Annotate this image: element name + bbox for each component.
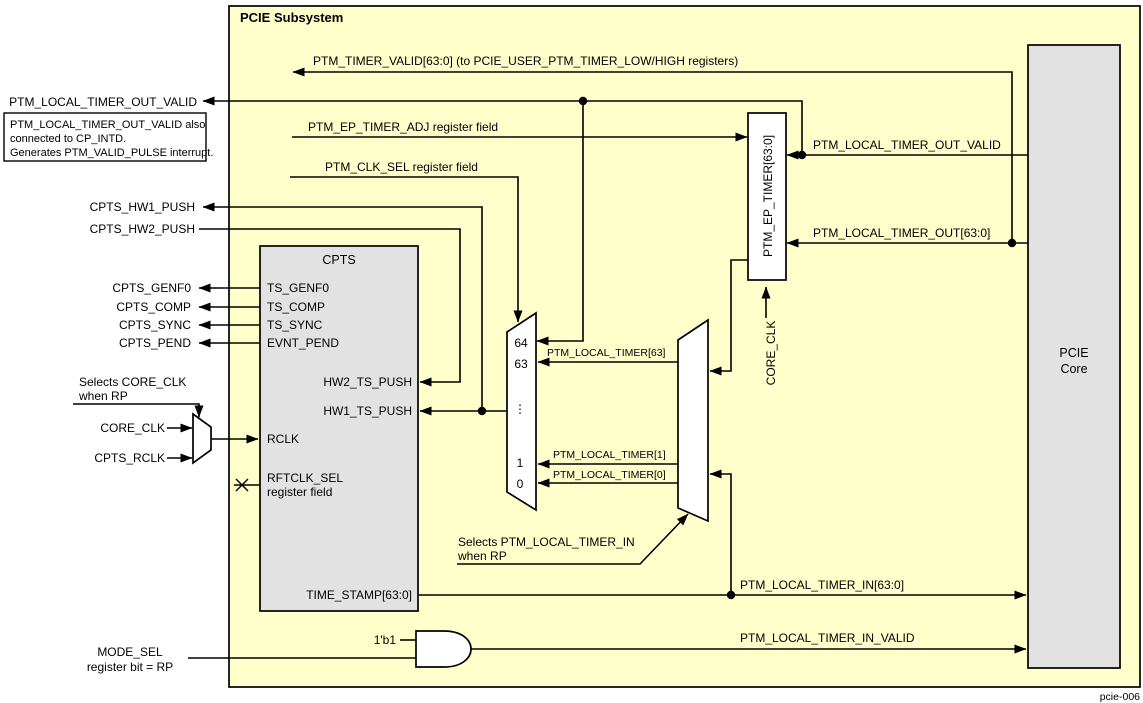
label-local-timer-out-valid: PTM_LOCAL_TIMER_OUT_VALID [813, 138, 1001, 152]
bit-mux-in-63: 63 [514, 357, 528, 371]
note-box: PTM_LOCAL_TIMER_OUT_VALID also connected… [3, 112, 213, 162]
bit-mux: 64 63 ⋮ 1 0 [506, 311, 537, 512]
and-gate [415, 630, 472, 668]
bit-mux-in-0: 0 [517, 477, 524, 491]
label-cpts-hw1-push: CPTS_HW1_PUSH [90, 200, 195, 214]
label-selects-core-clk-2: when RP [78, 389, 128, 403]
port-ts-genf0: TS_GENF0 [267, 281, 329, 295]
label-local-timer-in: PTM_LOCAL_TIMER_IN[63:0] [740, 578, 904, 592]
cpts-block: CPTS TS_GENF0 TS_COMP TS_SYNC EVNT_PEND … [259, 245, 419, 612]
bit-mux-shape [506, 311, 537, 512]
figure-id: pcie-006 [1100, 691, 1140, 703]
wire-ep-timer-to-demux [709, 259, 748, 376]
label-selects-ptm-2: when RP [457, 549, 507, 563]
bit-mux-in-1: 1 [517, 456, 524, 470]
label-core-clk: CORE_CLK [100, 421, 165, 435]
label-mode-sel-2: register bit = RP [87, 660, 173, 674]
port-ts-sync: TS_SYNC [267, 318, 323, 332]
port-rftclk-sel-2: register field [267, 485, 332, 499]
wire-cpts-hw2-push [199, 228, 461, 387]
wire-cpts-hw1-push-external [202, 202, 483, 411]
wire-selects-ptm-local-timer-in [457, 513, 689, 565]
label-local-timer-out: PTM_LOCAL_TIMER_OUT[63:0] [813, 226, 990, 240]
wire-timestamp-to-demux [709, 469, 732, 595]
annotation-labels: Selects CORE_CLK when RP Selects PTM_LOC… [78, 375, 635, 563]
pcie-core-box [1027, 44, 1121, 669]
wire-out-valid-external [202, 96, 803, 155]
junction-dots [477, 96, 1017, 600]
local-timer-mux-shape [677, 318, 709, 523]
label-selects-core-clk-1: Selects CORE_CLK [79, 375, 186, 389]
note-line-2: connected to CP_INTD. [10, 133, 126, 145]
port-evnt-pend: EVNT_PEND [267, 336, 339, 350]
port-hw1-ts-push: HW1_TS_PUSH [323, 404, 412, 418]
junction-dot [726, 590, 736, 600]
wire-ptm-timer-valid [292, 67, 1013, 243]
wire-clk-sel [290, 176, 523, 323]
label-clk-sel: PTM_CLK_SEL register field [325, 160, 478, 174]
port-rftclk-sel-1: RFTCLK_SEL [267, 471, 343, 485]
junction-dot [1007, 238, 1017, 248]
ep-timer-block: PTM_EP_TIMER[63:0] [747, 112, 787, 281]
label-local-timer-0: PTM_LOCAL_TIMER[0] [553, 469, 666, 481]
label-local-timer-in-valid: PTM_LOCAL_TIMER_IN_VALID [740, 631, 915, 645]
wire-valid-to-mux64 [536, 101, 584, 346]
label-local-timer-63: PTM_LOCAL_TIMER[63] [547, 347, 666, 359]
label-const-one: 1'b1 [374, 633, 397, 647]
junction-dot [477, 406, 487, 416]
label-selects-ptm-1: Selects PTM_LOCAL_TIMER_IN [458, 535, 635, 549]
wires [73, 67, 1028, 659]
label-cpts-genf0: CPTS_GENF0 [112, 281, 191, 295]
label-local-timer-1: PTM_LOCAL_TIMER[1] [553, 449, 666, 461]
junction-dot [578, 96, 588, 106]
label-ptm-timer-valid: PTM_TIMER_VALID[63:0] (to PCIE_USER_PTM_… [313, 54, 738, 68]
cpts-box [259, 245, 419, 612]
port-rclk: RCLK [267, 432, 299, 446]
junction-dot [797, 150, 807, 160]
label-cpts-sync: CPTS_SYNC [119, 318, 191, 332]
bit-mux-ellipsis: ⋮ [514, 402, 526, 416]
label-mode-sel-1: MODE_SEL [97, 645, 163, 659]
ep-timer-box [747, 112, 787, 281]
pcie-core-label-2: Core [1060, 362, 1087, 376]
x-mark-icon [235, 478, 249, 492]
port-ts-comp: TS_COMP [267, 300, 325, 314]
note-box-frame [3, 112, 207, 162]
external-signal-labels: PTM_LOCAL_TIMER_OUT_VALID CPTS_HW1_PUSH … [9, 95, 197, 674]
bit-mux-in-64: 64 [514, 336, 528, 350]
core-clk-ep-label: CORE_CLK [764, 321, 778, 386]
pcie-core-block: PCIE Core [1027, 44, 1121, 669]
label-ep-timer-adj: PTM_EP_TIMER_ADJ register field [308, 120, 498, 134]
pcie-core-label-1: PCIE [1059, 346, 1088, 360]
page-title: PCIE Subsystem [240, 10, 343, 25]
wire-selects-core-clk [73, 403, 204, 418]
port-hw2-ts-push: HW2_TS_PUSH [323, 375, 412, 389]
port-time-stamp: TIME_STAMP[63:0] [306, 588, 412, 602]
cpts-title: CPTS [322, 253, 355, 267]
label-cpts-pend: CPTS_PEND [119, 336, 191, 350]
rclk-mux-shape [192, 412, 212, 465]
internal-signal-labels: PTM_TIMER_VALID[63:0] (to PCIE_USER_PTM_… [308, 54, 1001, 647]
label-cpts-hw2-push: CPTS_HW2_PUSH [90, 222, 195, 236]
ep-timer-label: PTM_EP_TIMER[63:0] [761, 135, 775, 257]
label-cpts-comp: CPTS_COMP [116, 300, 191, 314]
note-line-3: Generates PTM_VALID_PULSE interrupt. [10, 147, 213, 159]
note-line-1: PTM_LOCAL_TIMER_OUT_VALID also [10, 119, 205, 131]
label-ptm-local-timer-out-valid-ext: PTM_LOCAL_TIMER_OUT_VALID [9, 95, 197, 109]
label-cpts-rclk: CPTS_RCLK [94, 451, 165, 465]
